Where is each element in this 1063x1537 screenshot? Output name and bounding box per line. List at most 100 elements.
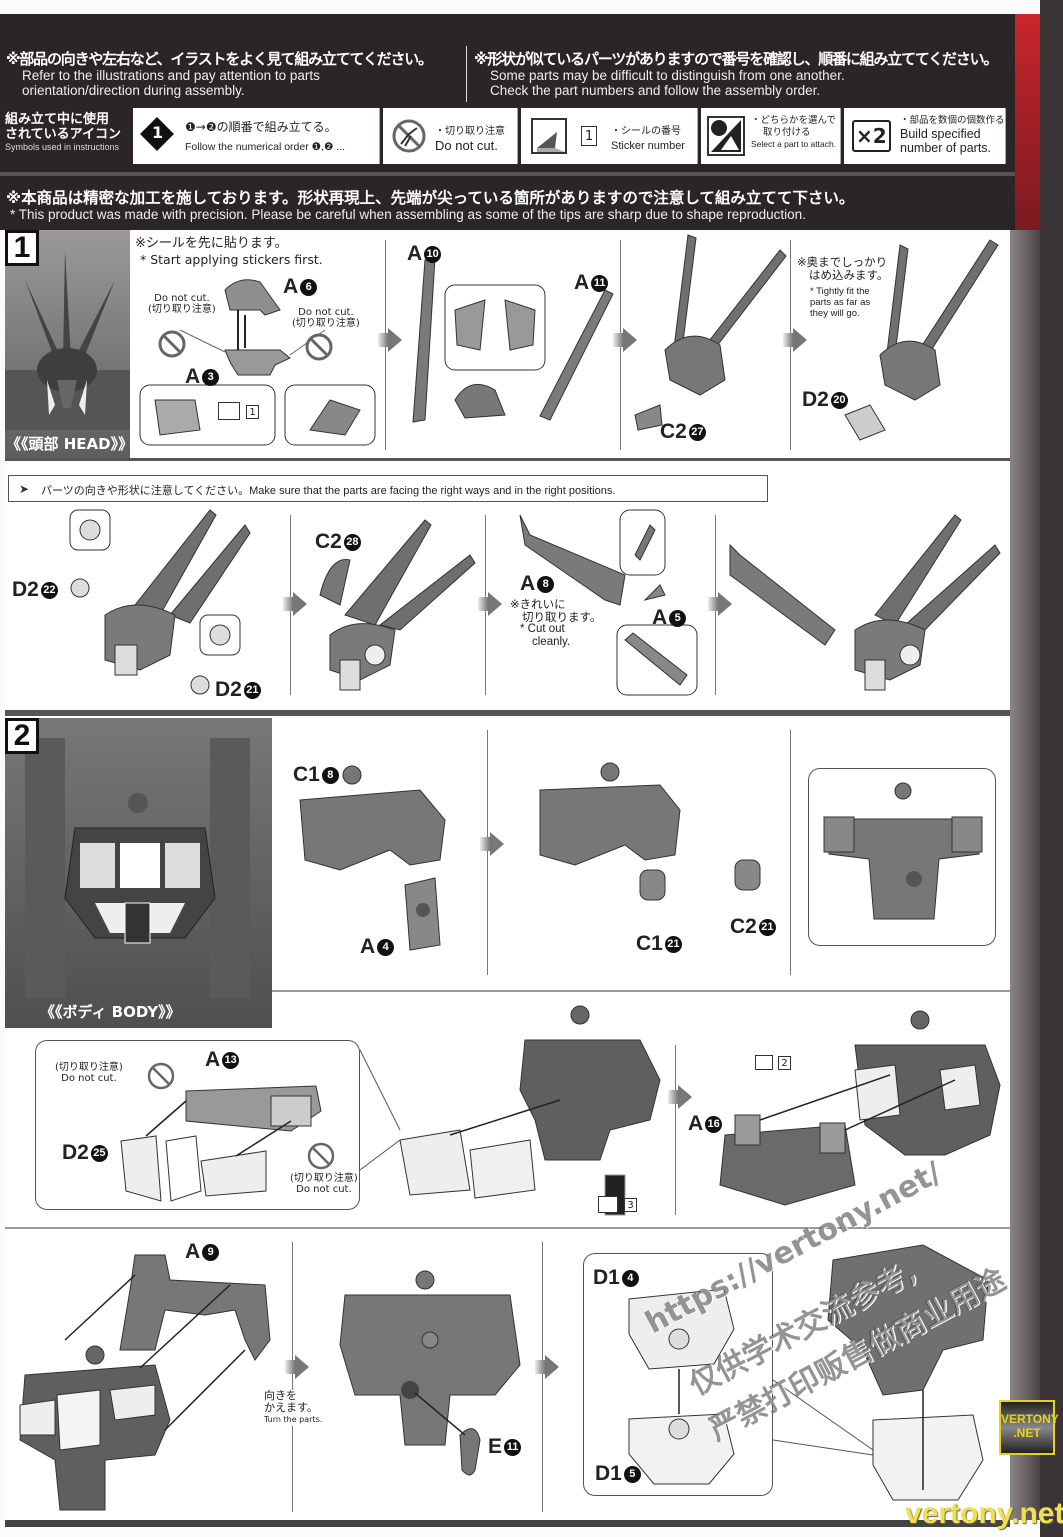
torso-joints-illustration (539, 762, 761, 901)
red-edge-bar (1015, 14, 1040, 230)
part-number: 28 (343, 533, 361, 551)
part-letter: A (407, 242, 423, 265)
icon-order-en: Follow the numerical order ❶,❷ ... (185, 141, 346, 153)
icons-legend-title: 組み立て中に使用 されているアイコン Symbols used in instr… (5, 112, 130, 164)
header-divider (466, 46, 467, 102)
icon-x2-en-1: Build specified (900, 127, 981, 141)
part-number: 8 (321, 766, 339, 784)
header-separator (0, 172, 1015, 176)
torso-back-e11-illustration (339, 1270, 521, 1476)
fit-note-ja-2: はめ込みます。 (809, 268, 889, 282)
head-with-blade-illustration (729, 514, 1001, 691)
turn-note-ja-2: かえます。 (264, 1401, 318, 1414)
part-number: 9 (202, 1243, 220, 1261)
do-not-cut-label-d2: (切り取り注意)Do not cut. (290, 1173, 358, 1195)
section-separator (5, 710, 1010, 716)
part-number: 4 (621, 1269, 639, 1287)
no-cut-icon-right (305, 333, 333, 361)
sticker-note-en: * Start applying stickers first. (140, 252, 323, 267)
part-number: 4 (377, 938, 395, 956)
part-letter: C1 (293, 763, 320, 786)
order-badge: 1 (152, 123, 164, 142)
part-letter: D2 (215, 678, 242, 701)
step1-thumbnail (5, 230, 130, 460)
icons-title-en: Symbols used in instructions (5, 142, 120, 152)
step2-section-label: 《《ボディ BODY》》 (40, 1003, 181, 1021)
part-letter: A (283, 275, 299, 298)
part-number: 20 (830, 391, 848, 409)
do-not-cut-en: Do not cut. (154, 293, 210, 304)
cut-note-block: ※きれいに 切り取ります。 * Cut out cleanly. (510, 598, 601, 648)
cut-note-en-2: cleanly. (532, 635, 571, 648)
do-not-cut-en: Do not cut. (296, 1184, 352, 1195)
sticker-number-box: 1 (581, 126, 597, 146)
part-number: 11 (504, 1438, 522, 1456)
part-number: 6 (300, 278, 318, 296)
icon-x2-en-2: number of parts. (900, 141, 992, 155)
icon-sticker-ja: ・シールの番号 (611, 126, 681, 137)
fit-note-ja: ※奥までしっかりはめ込みます。 (797, 256, 888, 282)
sticker-icon (598, 1196, 618, 1213)
sticker-icon (531, 118, 567, 154)
head-illustration (5, 250, 130, 430)
row-separator (5, 1227, 1010, 1229)
page-bottom-bar (5, 1520, 1010, 1527)
icon-box-sticker: 1 ・シールの番号 Sticker number (521, 108, 698, 164)
right-margin-band (1010, 230, 1040, 1520)
next-arrow-icon (613, 333, 623, 347)
sticker-number-2: 2 (778, 1056, 791, 1070)
vertony-badge: VERTONY .NET (999, 1400, 1059, 1455)
part-letter: A (520, 572, 536, 595)
next-arrow-icon (668, 1090, 678, 1104)
part-number: 25 (90, 1144, 108, 1162)
part-number: 8 (537, 575, 555, 593)
next-arrow-head-icon (388, 328, 402, 352)
turn-note: 向きを かえます。 Turn the parts. (264, 1390, 323, 1426)
next-arrow-head-icon (793, 328, 807, 352)
cut-note-ja-2: 切り取ります。 (522, 609, 602, 624)
next-arrow-icon (478, 597, 488, 611)
part-letter: A (652, 606, 668, 629)
part-number: 22 (40, 581, 58, 599)
part-number: 21 (243, 681, 261, 699)
step1-section-label: 《《頭部 HEAD》》 (6, 435, 134, 453)
icon-select-ja-1: ・どちらかを選んで (751, 115, 837, 126)
next-arrow-head-icon (545, 1355, 559, 1379)
part-letter: E (488, 1435, 503, 1458)
fit-note-en-2: parts as far as (810, 297, 871, 308)
next-arrow-icon (535, 1360, 545, 1374)
note-right-en-2: Check the part numbers and follow the as… (490, 83, 821, 98)
part-number: 13 (222, 1051, 240, 1069)
row-separator (272, 990, 1010, 992)
note-right-en-1: Some parts may be difficult to distingui… (490, 68, 845, 83)
body-illustration (25, 738, 250, 998)
icon-order-ja: ❶→❷の順番で組み立てる。 (185, 120, 337, 134)
note-left-ja: ※部品の向きや左右など、イラストをよく見て組み立ててください。 (6, 50, 433, 68)
part-number: 5 (623, 1465, 641, 1483)
step-divider (790, 730, 791, 975)
icon-sticker-en: Sticker number (611, 140, 685, 152)
part-letter: A (688, 1112, 704, 1135)
no-cut-icon (392, 119, 426, 153)
right-edge-strip (1040, 0, 1063, 1537)
waist-parts-illustration (628, 1288, 735, 1485)
step-divider (675, 1045, 676, 1215)
part-letter: A (574, 271, 590, 294)
icon-select-ja-2: 取り付ける (763, 127, 811, 138)
head-antenna-illustration (634, 234, 787, 431)
icon-select-en: Select a part to attach. (751, 139, 837, 149)
do-not-cut-ja: (切り取り注意) (55, 1062, 123, 1073)
part-number: 5 (669, 609, 687, 627)
part-letter: D1 (595, 1462, 622, 1485)
cut-note-ja-1: ※きれいに (510, 597, 566, 611)
